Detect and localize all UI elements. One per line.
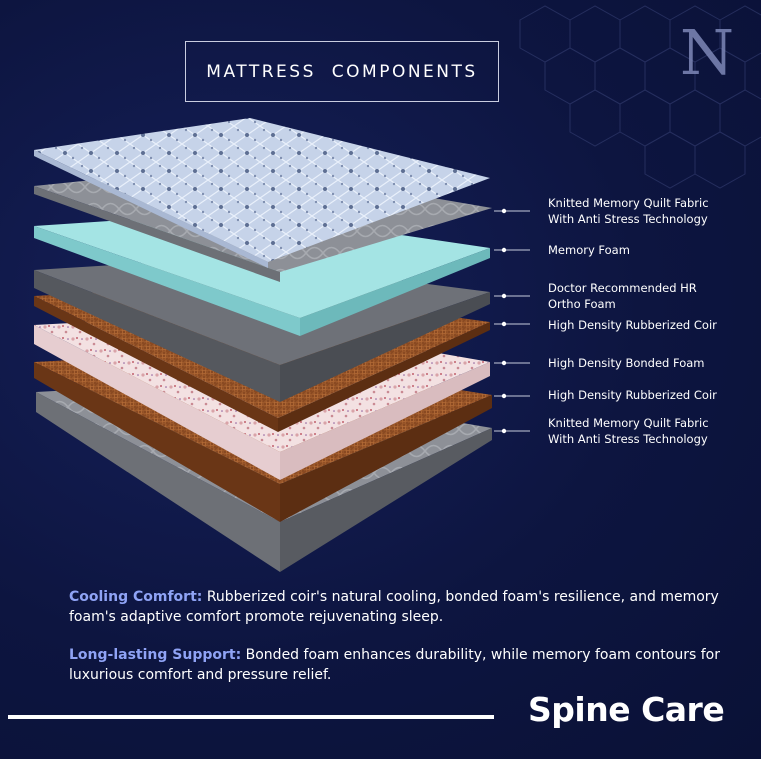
layer-label-memory-foam: Memory Foam: [548, 243, 630, 257]
title-box: MATTRESS COMPONENTS: [185, 41, 499, 102]
long-lasting-support-heading: Long-lasting Support:: [69, 647, 242, 663]
long-lasting-support-text: Bonded foam enhances durability, while m…: [69, 647, 720, 683]
mattress-layer-stack: [34, 118, 530, 572]
layer-label-hr-ortho-foam: Doctor Recommended HR Ortho Foam: [548, 281, 697, 311]
label-connector-dots: [501, 208, 507, 434]
cooling-comfort-heading: Cooling Comfort:: [69, 589, 203, 605]
label-connectors: [494, 210, 530, 432]
page-title: MATTRESS COMPONENTS: [206, 61, 478, 82]
monogram-letter: N: [680, 16, 734, 87]
long-lasting-support-paragraph: Long-lasting Support: Bonded foam enhanc…: [69, 645, 729, 685]
layer-label-lower-coir: High Density Rubberized Coir: [548, 388, 717, 402]
brand-name: Spine Care: [528, 690, 725, 729]
layer-label-top-quilt-fabric: Knitted Memory Quilt Fabric With Anti St…: [548, 196, 709, 226]
footer-divider: [8, 715, 494, 719]
layer-label-bottom-quilt-fabric: Knitted Memory Quilt Fabric With Anti St…: [548, 416, 709, 446]
cooling-comfort-text: Rubberized coir's natural cooling, bonde…: [69, 589, 719, 625]
brand-monogram-logo: N: [680, 16, 734, 87]
layer-label-bonded-foam: High Density Bonded Foam: [548, 356, 705, 370]
layer-label-upper-coir: High Density Rubberized Coir: [548, 318, 717, 332]
cooling-comfort-paragraph: Cooling Comfort: Rubberized coir's natur…: [69, 587, 729, 627]
layer-top-quilt-fabric: [34, 118, 490, 268]
